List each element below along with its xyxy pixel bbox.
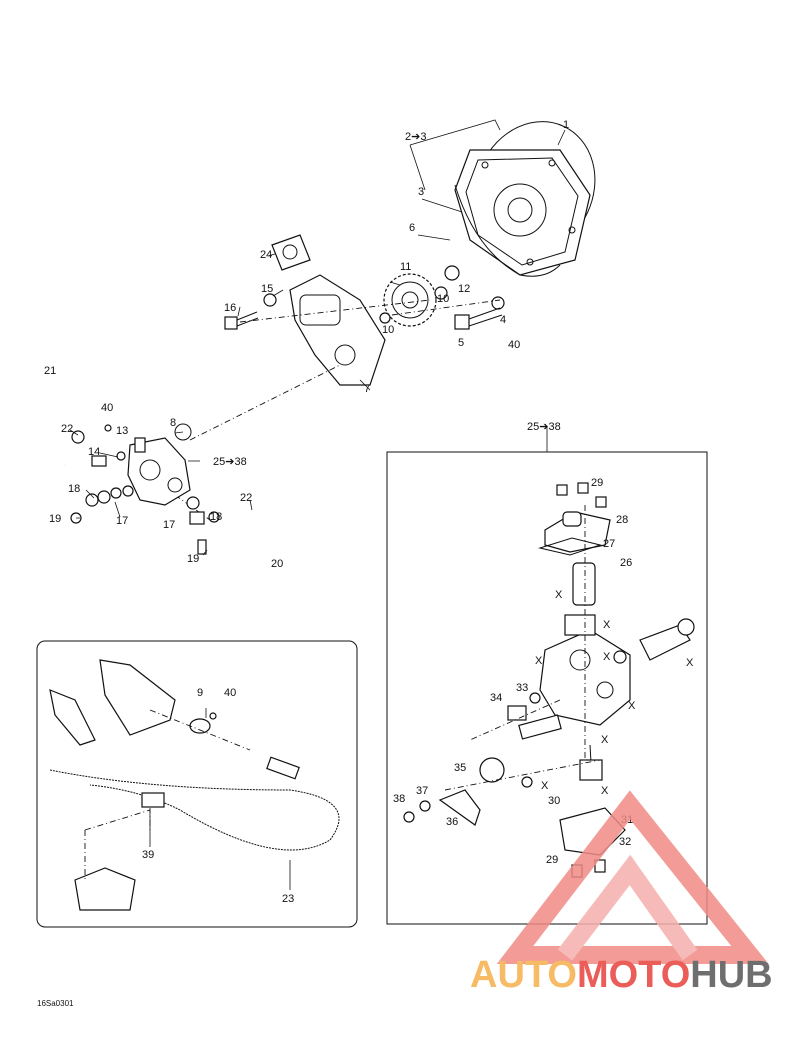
pump-housing <box>289 274 386 386</box>
callout-20: 20 <box>271 558 283 570</box>
callout-1: 1 <box>563 119 569 131</box>
callout-5: 5 <box>458 337 464 349</box>
callout-17b: 17 <box>163 519 175 531</box>
callout-15: 15 <box>261 283 273 295</box>
callout-13: 13 <box>116 425 128 437</box>
callout-12: 12 <box>458 283 470 295</box>
x-mark: X <box>601 734 609 746</box>
callout-23: 23 <box>282 893 294 905</box>
callout-38: 38 <box>393 793 405 805</box>
callout-14: 14 <box>88 446 100 458</box>
callout-30: 30 <box>548 795 560 807</box>
figure-code: 16Sa0301 <box>37 999 74 1008</box>
callout-28: 28 <box>616 514 628 526</box>
callout-35: 35 <box>454 762 466 774</box>
callout-40a: 40 <box>508 339 520 351</box>
callout-27: 27 <box>603 538 615 550</box>
callout-34: 34 <box>490 692 502 704</box>
callout-16: 16 <box>224 302 236 314</box>
callout-32: 32 <box>619 836 631 848</box>
drive-gear <box>383 273 437 327</box>
oil-pump-body <box>127 437 191 506</box>
cable-detail-frame <box>36 640 358 928</box>
x-mark: X <box>541 780 549 792</box>
callout-37: 37 <box>416 785 428 797</box>
lubrication-x-marks: X X X X X X X X X <box>535 589 694 797</box>
svg-text:AUTOMOTOHUB: AUTOMOTOHUB <box>470 954 773 996</box>
flange-gasket <box>271 234 311 271</box>
x-mark: X <box>686 657 694 669</box>
callout-22b: 22 <box>240 492 252 504</box>
wm-hub: HUB <box>690 954 772 996</box>
callout-29a: 29 <box>591 477 603 489</box>
x-mark: X <box>603 651 611 663</box>
oil-hose <box>38 379 307 550</box>
x-mark: X <box>535 655 543 667</box>
callout-10b: 10 <box>437 293 449 305</box>
x-mark: X <box>603 619 611 631</box>
callout-labels: 1 2➔3 3 6 24 11 15 12 10 16 4 10 5 40 7 … <box>44 119 633 905</box>
callout-40b: 40 <box>101 402 113 414</box>
callout-33: 33 <box>516 682 528 694</box>
callout-19b: 19 <box>187 553 199 565</box>
wm-auto: AUTO <box>470 954 577 996</box>
callout-10a: 10 <box>382 324 394 336</box>
callout-3: 3 <box>418 186 424 198</box>
bolt <box>224 307 503 330</box>
callout-11: 11 <box>400 261 411 273</box>
callout-40c: 40 <box>224 687 236 699</box>
callout-29b: 29 <box>546 854 558 866</box>
callout-36: 36 <box>446 816 458 828</box>
callout-9: 9 <box>197 687 203 699</box>
throttle-cable-parts <box>49 659 340 911</box>
callout-21: 21 <box>44 365 56 377</box>
small-fittings <box>70 423 220 555</box>
callout-6: 6 <box>409 222 415 234</box>
callout-25-38a: 25➔38 <box>213 456 247 468</box>
callout-18b: 18 <box>210 511 222 523</box>
callout-18a: 18 <box>68 483 80 495</box>
x-mark: X <box>601 785 609 797</box>
callout-26: 26 <box>620 557 632 569</box>
callout-2-3: 2➔3 <box>405 131 426 143</box>
gasket <box>454 184 561 277</box>
callout-8: 8 <box>170 417 176 429</box>
callout-7: 7 <box>364 383 370 395</box>
callout-19a: 19 <box>49 513 61 525</box>
washers-nuts <box>263 265 505 324</box>
x-mark: X <box>628 700 636 712</box>
wm-moto: MOTO <box>577 954 690 996</box>
callout-17a: 17 <box>116 515 128 527</box>
callout-24: 24 <box>260 249 272 261</box>
callout-25-38b: 25➔38 <box>527 421 561 433</box>
callout-4: 4 <box>500 314 506 326</box>
callout-39: 39 <box>142 849 154 861</box>
rotary-valve-cover <box>454 121 596 276</box>
pump-internal-parts <box>403 482 695 878</box>
automotohub-watermark: AUTOMOTOHUB <box>470 790 773 996</box>
x-mark: X <box>555 589 563 601</box>
callout-22a: 22 <box>61 423 73 435</box>
